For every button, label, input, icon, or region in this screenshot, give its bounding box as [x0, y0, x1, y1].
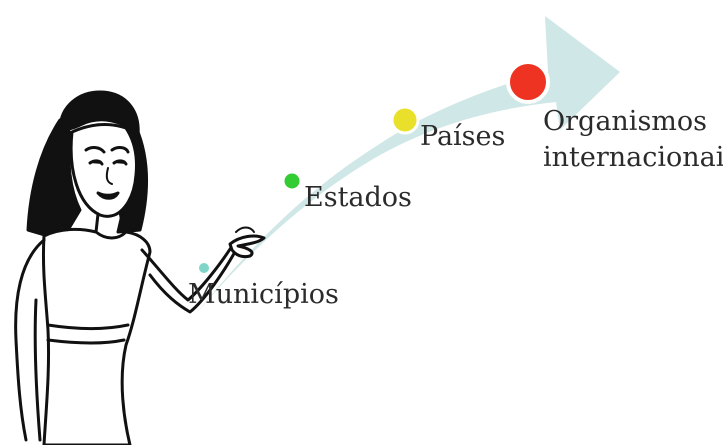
label-paises: Países	[420, 121, 506, 152]
label-internacionais: internacionais	[543, 142, 723, 173]
hand	[228, 234, 266, 259]
belt	[46, 323, 130, 331]
left-arm	[14, 238, 46, 442]
right-arm	[140, 244, 234, 302]
dot-municipios	[197, 261, 211, 275]
label-organismos-internacionais: Organismos internacionais	[543, 104, 723, 176]
dress	[41, 227, 152, 445]
label-organismos: Organismos	[543, 106, 708, 137]
dot-paises	[390, 105, 420, 135]
dot-organismos	[506, 60, 550, 104]
face	[69, 123, 138, 218]
label-municipios: Municípios	[188, 279, 339, 310]
label-estados: Estados	[304, 182, 412, 213]
mouth	[96, 191, 120, 200]
woman-illustration	[14, 90, 266, 445]
dot-estados	[281, 170, 303, 192]
